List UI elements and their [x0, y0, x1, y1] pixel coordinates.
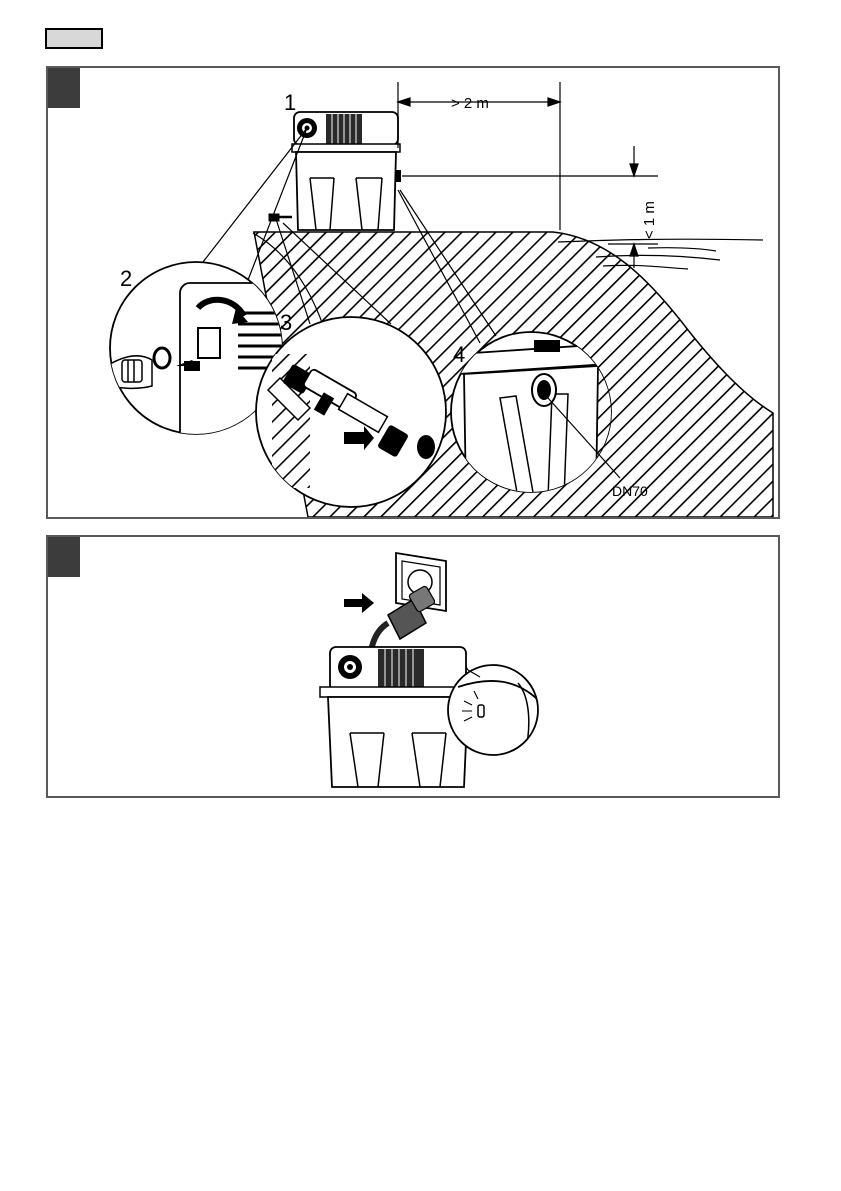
- step-label-3: 3: [280, 310, 292, 335]
- uv-lamp-port-icon: [338, 655, 362, 679]
- page-language-tab: [45, 28, 103, 49]
- dimension-label-distance: > 2 m: [451, 95, 489, 112]
- dimension-label-height: < 1 m: [641, 201, 658, 239]
- outlet-size-label: DN70: [612, 483, 648, 499]
- push-arrow-icon: [344, 593, 374, 613]
- detail-circle-indicator-light: [448, 665, 543, 757]
- step-label-2: 2: [120, 266, 132, 291]
- power-connection-illustration: [48, 537, 778, 796]
- setup-illustration: 1 2 3 4 > 2 m < 1 m DN70: [48, 68, 778, 517]
- figure-panel-power: [46, 535, 780, 798]
- step-label-1: 1: [284, 90, 296, 115]
- figure-panel-setup: 1 2 3 4 > 2 m < 1 m DN70: [46, 66, 780, 519]
- step-label-4: 4: [453, 342, 465, 367]
- detail-circle-hose-adapter: [256, 317, 446, 507]
